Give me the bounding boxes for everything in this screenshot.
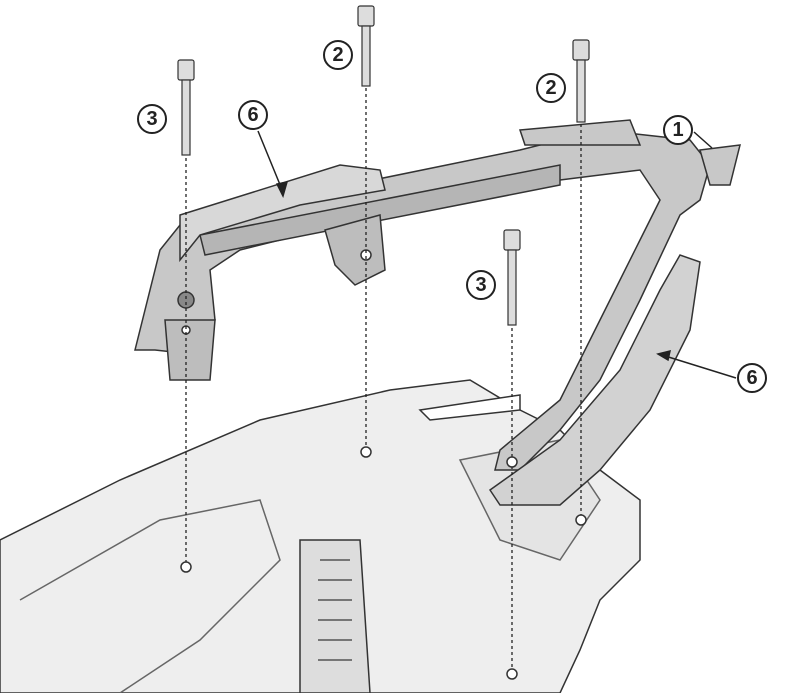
rack-frame bbox=[134, 119, 741, 471]
mounting-holes bbox=[180, 446, 587, 680]
bolt-center-3 bbox=[503, 229, 521, 326]
alignment-lines bbox=[185, 88, 582, 672]
leader-lines bbox=[257, 130, 737, 379]
grab-handle-left bbox=[179, 164, 386, 263]
callout-bolt-2-right: 2 bbox=[536, 73, 566, 103]
callout-bolt-3-left: 3 bbox=[137, 104, 167, 134]
callout-bolt-2-center: 2 bbox=[323, 40, 353, 70]
callout-rack-1: 1 bbox=[663, 115, 693, 145]
callout-grab-handle-6-right: 6 bbox=[737, 363, 767, 393]
bolt-center-2 bbox=[357, 5, 375, 87]
callout-bolt-3-center: 3 bbox=[466, 270, 496, 300]
callout-grab-handle-6-left: 6 bbox=[238, 100, 268, 130]
bolt-right-2 bbox=[572, 39, 590, 123]
bolts bbox=[177, 5, 590, 326]
grab-handle-right bbox=[488, 254, 701, 506]
bolt-left-3 bbox=[177, 59, 195, 156]
